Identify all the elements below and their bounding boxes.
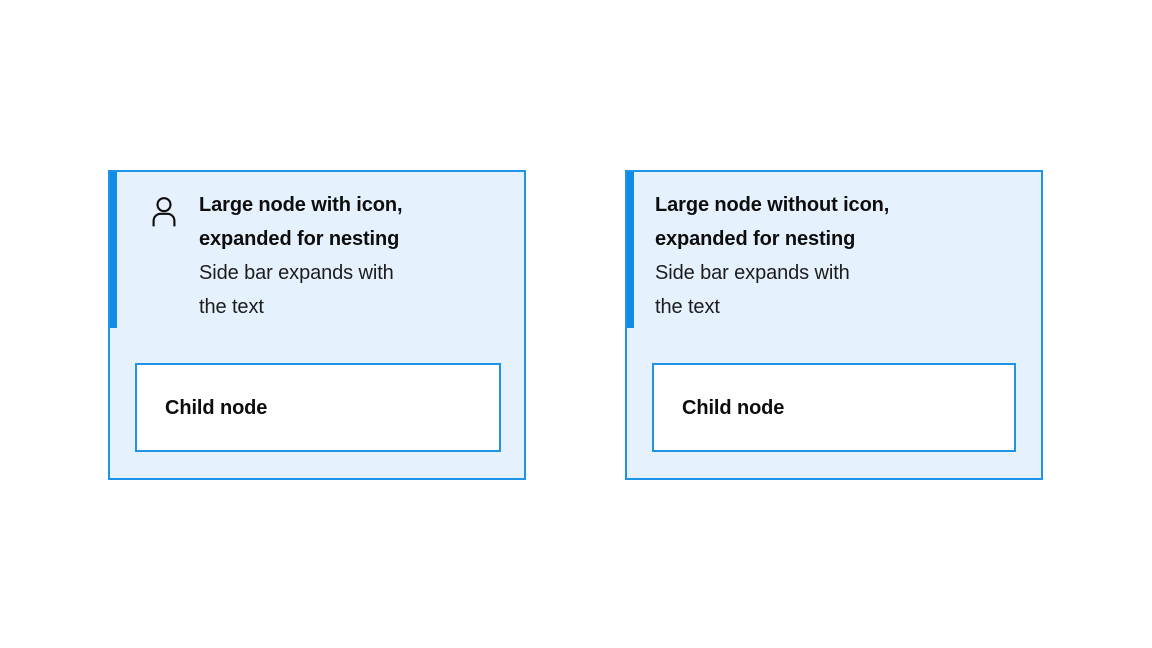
node-title: Large node with icon, expanded for nesti… (199, 194, 403, 250)
child-node[interactable]: Child node (135, 363, 501, 452)
node-subtitle: Side bar expands with the text (655, 262, 850, 318)
node-subtitle: Side bar expands with the text (199, 262, 394, 318)
large-node-with-icon-card[interactable]: Large node with icon, expanded for nesti… (108, 170, 526, 480)
node-accent-side-bar (110, 172, 117, 328)
child-node-label: Child node (682, 396, 785, 419)
node-accent-side-bar (627, 172, 634, 328)
user-icon (147, 194, 181, 228)
large-node-without-icon-card[interactable]: Large node without icon, expanded for ne… (625, 170, 1043, 480)
node-header[interactable]: Large node without icon, expanded for ne… (627, 172, 1041, 330)
node-title: Large node without icon, expanded for ne… (655, 194, 890, 250)
child-node[interactable]: Child node (652, 363, 1016, 452)
node-text-block: Large node with icon, expanded for nesti… (199, 188, 524, 324)
node-header[interactable]: Large node with icon, expanded for nesti… (110, 172, 524, 330)
node-text-block: Large node without icon, expanded for ne… (655, 188, 1041, 324)
child-node-label: Child node (165, 396, 268, 419)
